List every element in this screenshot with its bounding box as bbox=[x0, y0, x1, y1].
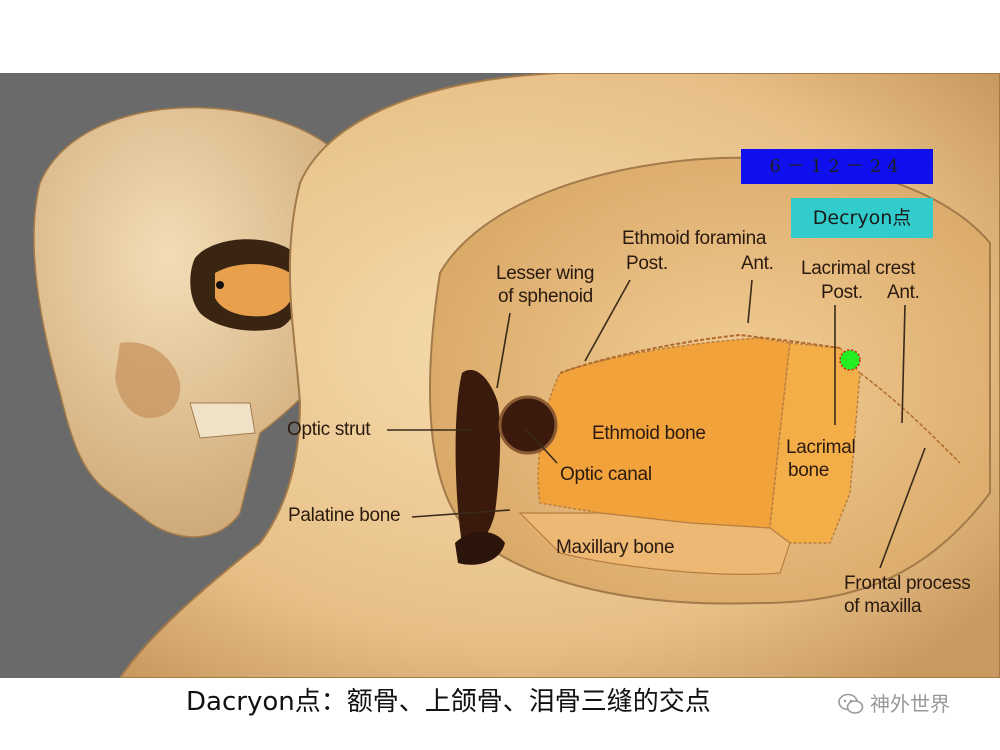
label-maxillary-bone: Maxillary bone bbox=[556, 537, 675, 558]
maxilla-suture bbox=[859, 372, 961, 464]
skull-orbit-floor bbox=[215, 263, 296, 317]
inferior-fissure bbox=[455, 531, 505, 565]
orbit-anatomy-figure: 6－12－24 Decryon点 Ethmoid foramina Post. … bbox=[0, 73, 1000, 678]
orbit-apex-shadow bbox=[455, 369, 501, 547]
label-lesser-wing: Lesser wing bbox=[496, 263, 595, 284]
label-ethmoid-foramina: Ethmoid foramina bbox=[622, 228, 767, 249]
label-palatine-bone: Palatine bone bbox=[288, 505, 401, 526]
label-crest-post: Post. bbox=[821, 282, 863, 303]
label-frontal-process: Frontal process bbox=[844, 573, 971, 594]
label-lacrimal: Lacrimal bbox=[786, 437, 856, 458]
dacryon-point-marker bbox=[839, 349, 861, 371]
label-foramina-ant: Ant. bbox=[741, 253, 774, 274]
watermark-text: 神外世界 bbox=[870, 692, 950, 716]
label-crest-ant: Ant. bbox=[887, 282, 920, 303]
maxillary-bone-region bbox=[518, 512, 791, 575]
optic-canal bbox=[498, 395, 558, 455]
label-of-sphenoid: of sphenoid bbox=[498, 286, 593, 307]
decryon-point-box: Decryon点 bbox=[791, 198, 933, 238]
orbit-illustration bbox=[33, 73, 1000, 678]
frontal-ethmoid-suture bbox=[559, 333, 841, 374]
wechat-icon bbox=[838, 693, 864, 714]
label-lacrimal-crest: Lacrimal crest bbox=[801, 258, 916, 279]
label-optic-canal: Optic canal bbox=[560, 464, 652, 485]
label-ethmoid-bone: Ethmoid bone bbox=[592, 423, 706, 444]
code-box: 6－12－24 bbox=[741, 149, 933, 184]
skull-teeth bbox=[189, 402, 256, 439]
label-optic-strut: Optic strut bbox=[287, 419, 371, 440]
label-of-maxilla: of maxilla bbox=[844, 596, 922, 617]
figure-caption: Dacryon点：额骨、上颌骨、泪骨三缝的交点 bbox=[186, 687, 711, 717]
skull-nose-region bbox=[115, 342, 181, 418]
skull-cranium bbox=[33, 106, 371, 538]
leader-lines bbox=[387, 279, 926, 569]
label-foramina-post: Post. bbox=[626, 253, 668, 274]
label-lacrimal-bone: bone bbox=[788, 460, 830, 481]
watermark: 神外世界 bbox=[838, 690, 950, 718]
